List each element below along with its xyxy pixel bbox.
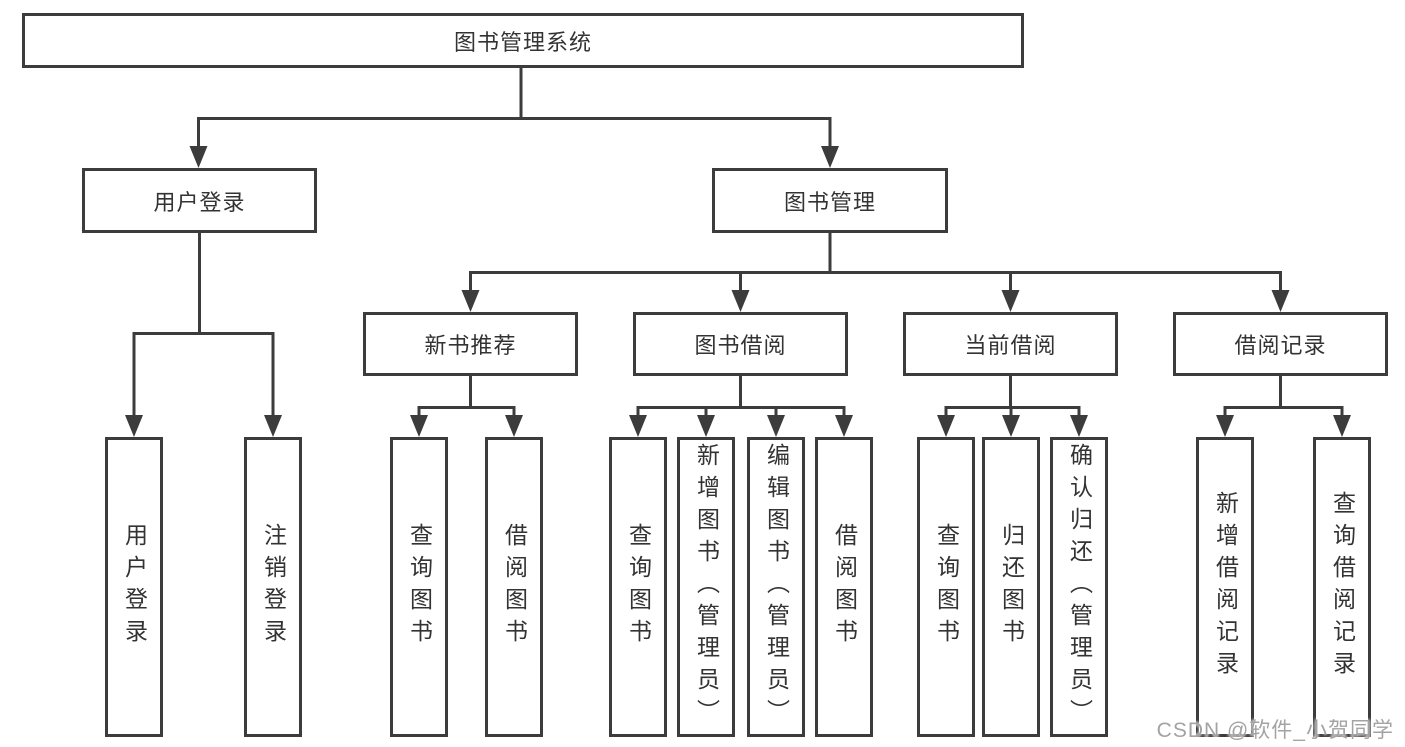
connector-current-borrowing-branch bbox=[944, 376, 1081, 419]
arrowhead-down-icon bbox=[821, 146, 839, 168]
node-borrowing-records: 借阅记录 bbox=[1173, 312, 1388, 376]
arrowhead-down-icon bbox=[1216, 415, 1234, 437]
arrowhead-down-icon bbox=[1333, 415, 1351, 437]
connector-book-management-branch bbox=[469, 233, 1282, 294]
arrowhead-down-icon bbox=[1271, 290, 1290, 312]
leaf-borrow-books-recommendation: 借阅图书 bbox=[485, 437, 543, 737]
leaf-edit-books-admin: 编辑图书（管理员） bbox=[747, 437, 805, 737]
leaf-logout: 注销登录 bbox=[244, 437, 302, 737]
node-root: 图书管理系统 bbox=[22, 13, 1024, 68]
leaf-confirm-return-admin: 确认归还（管理员） bbox=[1050, 437, 1108, 737]
node-new-book-recommendation: 新书推荐 bbox=[363, 312, 578, 376]
connector-borrowing-records-branch bbox=[1223, 376, 1344, 419]
node-user-login: 用户登录 bbox=[82, 168, 317, 233]
leaf-query-books-current: 查询图书 bbox=[917, 437, 975, 737]
arrowhead-down-icon bbox=[1002, 415, 1020, 437]
arrowhead-down-icon bbox=[1070, 415, 1088, 437]
arrowhead-down-icon bbox=[461, 290, 480, 312]
csdn-watermark: CSDN @软件_小贺同学 bbox=[1156, 719, 1394, 742]
arrowhead-down-icon bbox=[835, 415, 853, 437]
leaf-add-books-admin: 新增图书（管理员） bbox=[677, 437, 735, 737]
arrowhead-down-icon bbox=[767, 415, 785, 437]
leaf-add-borrow-record: 新增借阅记录 bbox=[1196, 437, 1254, 737]
connector-book-borrowing-branch bbox=[636, 376, 846, 419]
leaf-borrow-books-borrowing: 借阅图书 bbox=[815, 437, 873, 737]
arrowheads bbox=[125, 146, 1351, 437]
arrowhead-down-icon bbox=[1001, 290, 1020, 312]
arrowhead-down-icon bbox=[125, 415, 143, 437]
arrowhead-down-icon bbox=[505, 415, 523, 437]
arrowhead-down-icon bbox=[264, 415, 282, 437]
leaf-query-books-recommendation: 查询图书 bbox=[390, 437, 448, 737]
connector-root-to-level2 bbox=[197, 68, 832, 150]
arrowhead-down-icon bbox=[697, 415, 715, 437]
node-book-management: 图书管理 bbox=[712, 168, 948, 233]
arrowhead-down-icon bbox=[731, 290, 750, 312]
arrowhead-down-icon bbox=[189, 146, 208, 168]
leaf-return-books: 归还图书 bbox=[982, 437, 1040, 737]
arrowhead-down-icon bbox=[937, 415, 955, 437]
connector-new-book-branch bbox=[417, 376, 516, 419]
leaf-user-login: 用户登录 bbox=[105, 437, 163, 737]
arrowhead-down-icon bbox=[629, 415, 647, 437]
leaf-query-books-borrowing: 查询图书 bbox=[609, 437, 667, 737]
arrowhead-down-icon bbox=[410, 415, 428, 437]
leaf-query-borrow-record: 查询借阅记录 bbox=[1313, 437, 1371, 737]
connector-user-login-branch bbox=[132, 233, 275, 419]
node-book-borrowing: 图书借阅 bbox=[633, 312, 848, 376]
node-current-borrowing: 当前借阅 bbox=[903, 312, 1118, 376]
